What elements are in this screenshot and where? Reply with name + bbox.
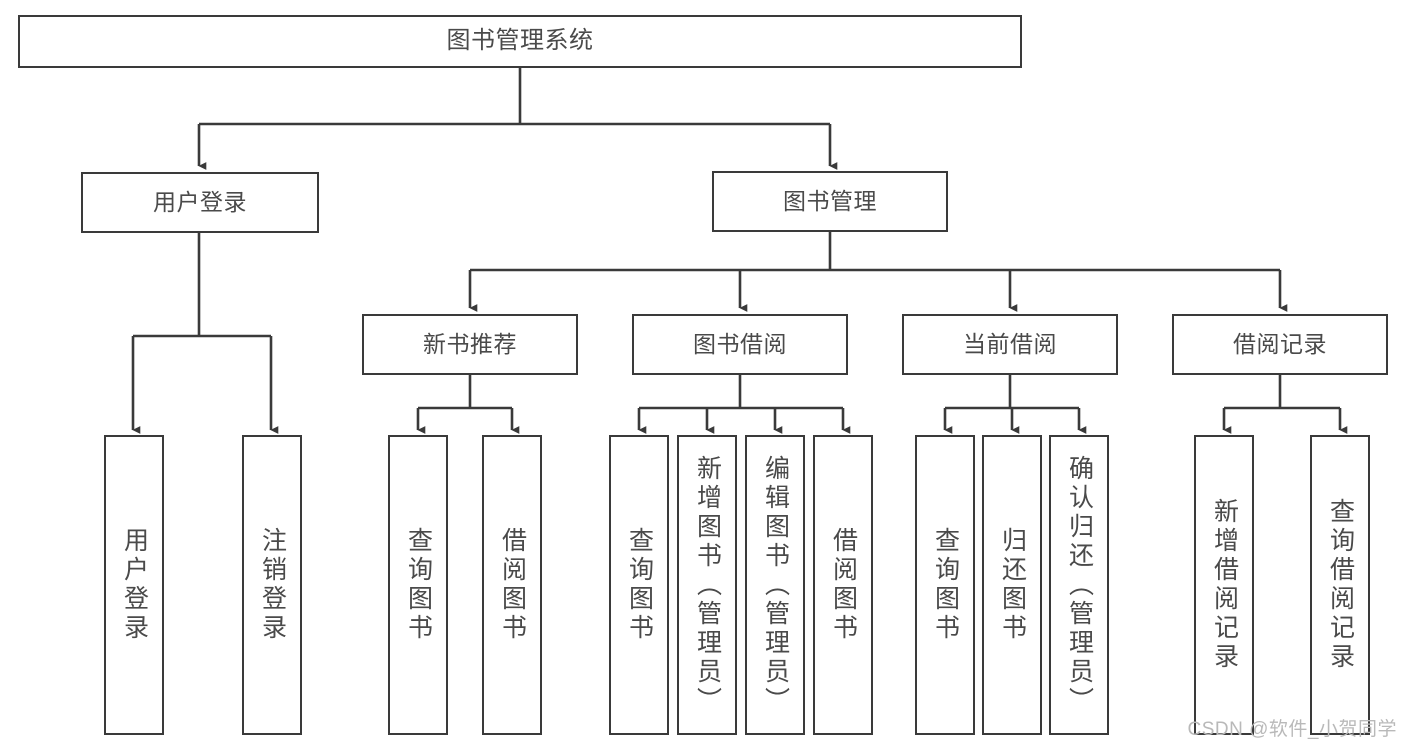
node-leaf-query-borrow-record[interactable]: 查询借阅记录: [1310, 435, 1370, 735]
node-label: 新增图书（管理员）: [693, 454, 722, 716]
node-label: 图书管理系统: [446, 27, 594, 55]
node-root-system[interactable]: 图书管理系统: [18, 15, 1022, 68]
node-user-login[interactable]: 用户登录: [81, 172, 319, 233]
node-leaf-new-book-borrow[interactable]: 借阅图书: [482, 435, 542, 735]
node-label: 借阅图书: [829, 527, 858, 643]
node-leaf-current-query-book[interactable]: 查询图书: [915, 435, 975, 735]
node-label: 借阅图书: [498, 527, 527, 643]
node-label: 当前借阅: [963, 330, 1057, 357]
node-book-manage[interactable]: 图书管理: [712, 171, 948, 232]
node-label: 编辑图书（管理员）: [761, 454, 790, 716]
node-label: 图书管理: [783, 187, 877, 214]
node-label: 用户登录: [153, 188, 247, 215]
node-label: 查询图书: [625, 527, 654, 643]
node-label: 归还图书: [998, 527, 1027, 643]
node-label: 查询图书: [931, 527, 960, 643]
node-borrow-record[interactable]: 借阅记录: [1172, 314, 1388, 375]
node-label: 借阅记录: [1233, 330, 1327, 357]
node-leaf-borrow-book[interactable]: 借阅图书: [813, 435, 873, 735]
node-leaf-borrow-query-book[interactable]: 查询图书: [609, 435, 669, 735]
node-label: 图书借阅: [693, 330, 787, 357]
node-label: 新增借阅记录: [1210, 498, 1239, 672]
node-leaf-return-book[interactable]: 归还图书: [982, 435, 1042, 735]
node-leaf-new-book-query[interactable]: 查询图书: [388, 435, 448, 735]
node-leaf-confirm-return-admin[interactable]: 确认归还（管理员）: [1049, 435, 1109, 735]
node-label: 查询借阅记录: [1326, 498, 1355, 672]
node-label: 确认归还（管理员）: [1065, 454, 1094, 716]
node-book-borrow[interactable]: 图书借阅: [632, 314, 848, 375]
node-current-borrow[interactable]: 当前借阅: [902, 314, 1118, 375]
watermark: CSDN @软件_小贺同学: [1187, 719, 1397, 740]
node-leaf-add-borrow-record[interactable]: 新增借阅记录: [1194, 435, 1254, 735]
node-label: 新书推荐: [423, 330, 517, 357]
node-label: 注销登录: [258, 527, 287, 643]
node-leaf-edit-book-admin[interactable]: 编辑图书（管理员）: [745, 435, 805, 735]
node-new-book-recommend[interactable]: 新书推荐: [362, 314, 578, 375]
node-label: 用户登录: [120, 527, 149, 643]
node-leaf-add-book-admin[interactable]: 新增图书（管理员）: [677, 435, 737, 735]
node-leaf-logout[interactable]: 注销登录: [242, 435, 302, 735]
node-leaf-user-login[interactable]: 用户登录: [104, 435, 164, 735]
node-label: 查询图书: [404, 527, 433, 643]
